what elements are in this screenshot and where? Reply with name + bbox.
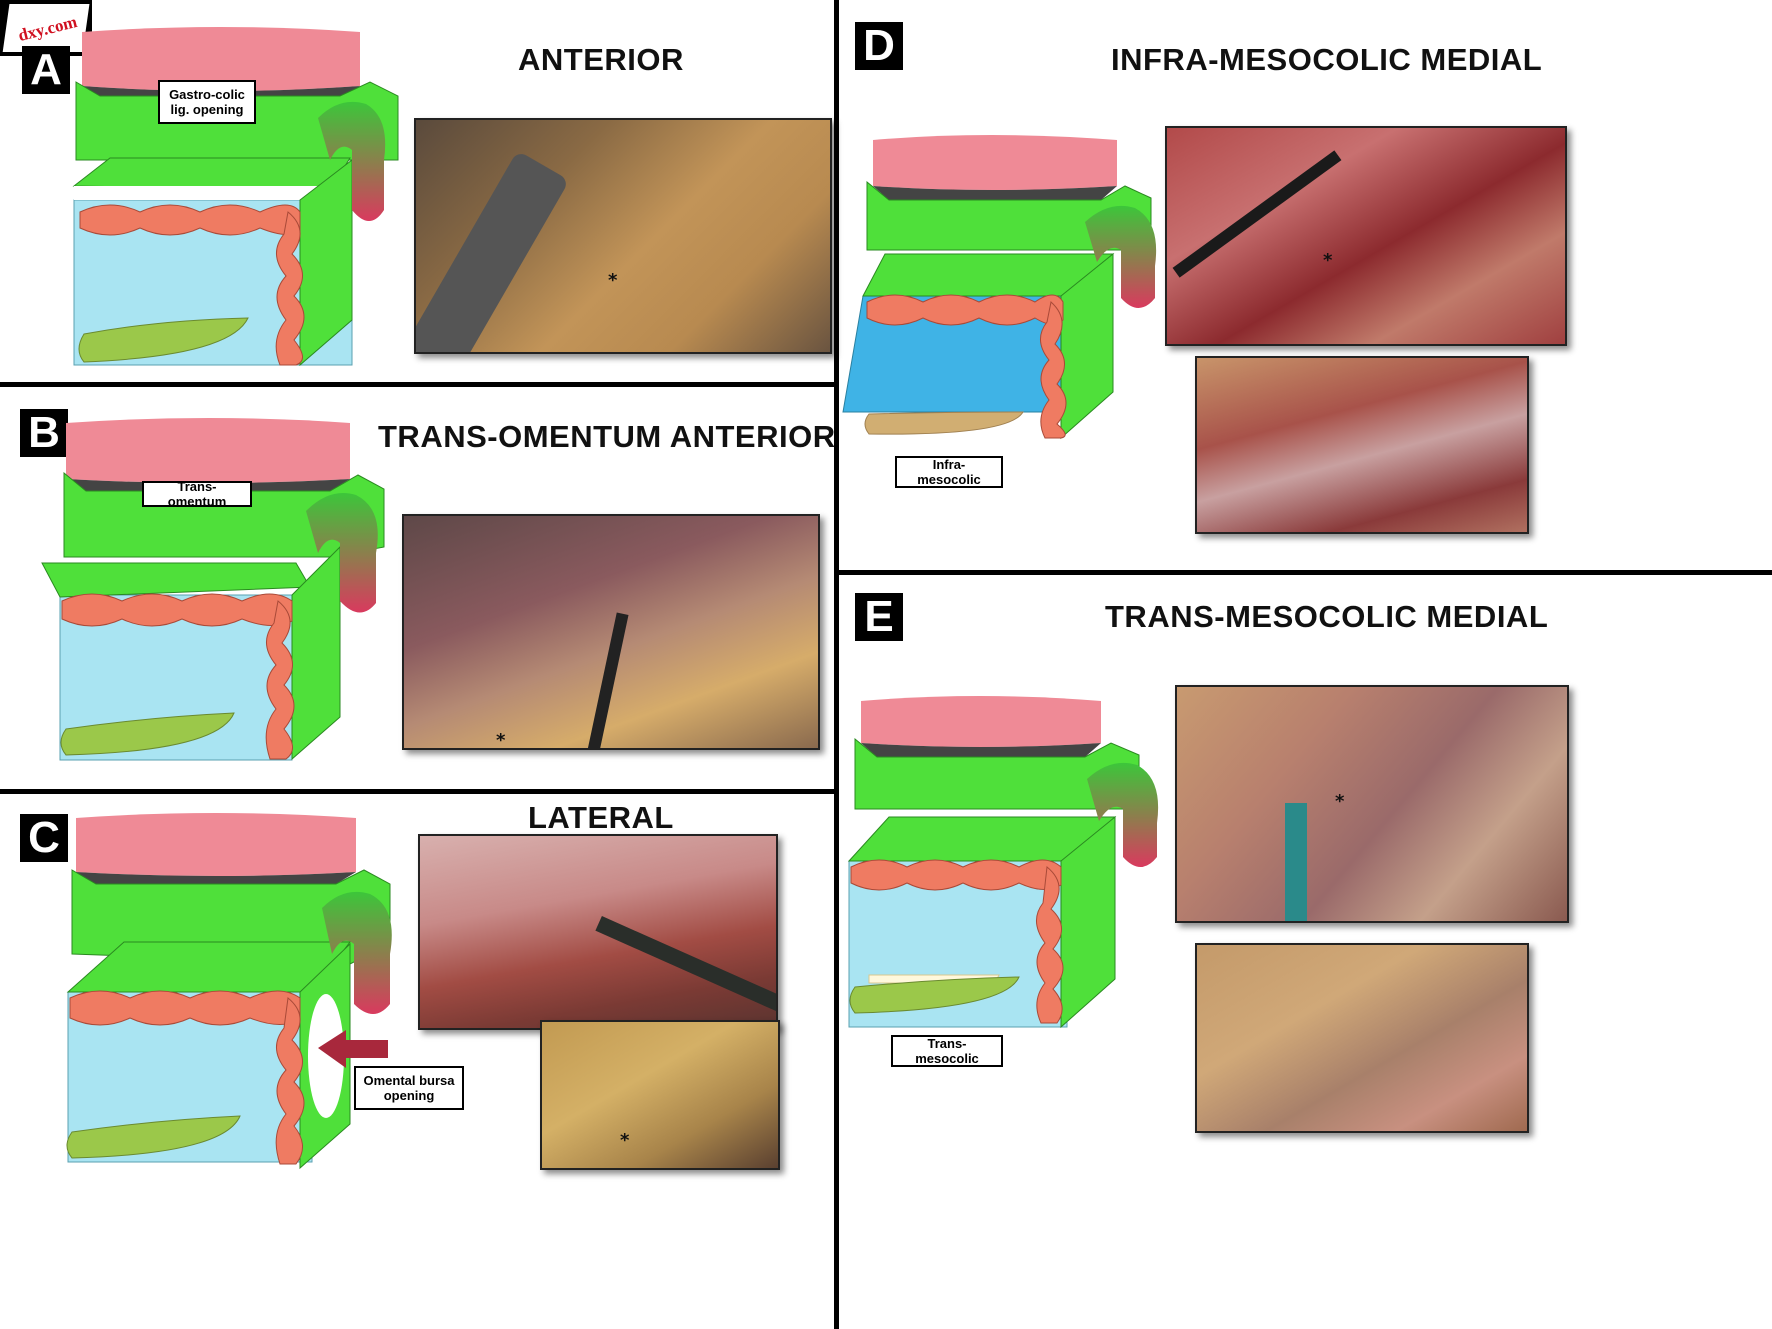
descending-colon [1036, 866, 1064, 1024]
anatomy-diagram [847, 696, 1159, 1029]
transverse-colon [850, 859, 1062, 891]
spleen-shape [1085, 205, 1157, 308]
panel-title: INFRA-MESOCOLIC MEDIAL [1111, 42, 1543, 77]
pancreas-shape [864, 411, 1024, 435]
surgical-photo-lower [1195, 356, 1529, 534]
transverse-colon [866, 294, 1064, 326]
spleen-shape [1087, 762, 1159, 867]
panel-title: LATERAL [528, 800, 674, 835]
surgical-photo-lower [1195, 943, 1529, 1133]
surgical-photo-upper: * [1165, 126, 1567, 346]
omentum-shape [854, 737, 1140, 810]
transverse-colon [61, 593, 293, 627]
panel-c: C Omental bursa opening LATERAL * [0, 794, 834, 1329]
spleen-shape [318, 101, 386, 221]
instrument-shaft [1172, 150, 1342, 278]
entry-arrow [318, 1030, 388, 1068]
panel-title: ANTERIOR [518, 42, 684, 77]
panel-title: TRANS-OMENTUM ANTERIOR [378, 419, 836, 454]
transverse-colon [79, 204, 301, 236]
pancreas-shape [849, 976, 1020, 1014]
anatomy-diagram [72, 27, 399, 367]
descending-colon [265, 600, 295, 760]
approach-label: Omental bursa opening [354, 1066, 464, 1110]
panel-letter: D [855, 21, 903, 70]
divider-a-b [0, 382, 834, 387]
vertical-divider [834, 0, 839, 1329]
panel-letter: B [20, 408, 68, 457]
panel-d: D Infra-mesocolic INFRA-MESOCOLIC MEDIAL… [839, 0, 1772, 570]
stomach-shape [66, 418, 350, 483]
instrument-shaft [583, 612, 629, 748]
descending-colon [275, 211, 305, 366]
surgical-photo-lower: * [540, 1020, 780, 1170]
spleen-shape [306, 493, 378, 613]
anatomy-diagram [842, 135, 1157, 440]
surgical-photo: * [414, 118, 832, 354]
panel-letter: A [22, 45, 70, 94]
omentum-shape [866, 180, 1152, 251]
descending-colon [275, 997, 305, 1165]
panel-b: B Trans-omentum TRANS-OMENTUM ANTERIOR * [0, 387, 836, 789]
panel-letter: E [855, 592, 903, 641]
pancreas-shape [66, 1115, 241, 1159]
stomach-shape [76, 813, 356, 876]
stomach-shape [82, 27, 360, 91]
divider-d-e [839, 570, 1772, 575]
instrument-shaft [595, 916, 776, 1012]
instrument-shaft [1285, 803, 1307, 921]
star-marker: * [496, 730, 506, 750]
transverse-colon [69, 990, 301, 1026]
surgical-photo: * [402, 514, 820, 750]
pancreas-shape [60, 712, 235, 756]
star-marker: * [1323, 250, 1333, 271]
approach-label: Infra-mesocolic [895, 456, 1003, 488]
panel-letter: C [20, 813, 68, 862]
star-marker: * [620, 1130, 630, 1151]
panel-title: TRANS-MESOCOLIC MEDIAL [1105, 599, 1549, 634]
instrument-shaft [416, 150, 570, 352]
watermark-logo: dxy.com [0, 0, 92, 56]
approach-label: Trans-omentum [142, 479, 252, 509]
spleen-shape [322, 891, 392, 1014]
pancreas-shape [78, 317, 249, 363]
stomach-shape [861, 696, 1101, 747]
bursa-opening [308, 994, 344, 1118]
descending-colon [1040, 301, 1067, 439]
surgical-photo-upper [418, 834, 778, 1030]
panel-a: A Gastro-colic lig. opening ANTERIOR * [0, 0, 834, 382]
anatomy-diagram [41, 418, 385, 761]
approach-label: Gastro-colic lig. opening [158, 80, 256, 124]
divider-b-c [0, 789, 834, 794]
stomach-shape [873, 135, 1117, 190]
star-marker: * [608, 270, 618, 291]
surgical-photo-upper: * [1175, 685, 1569, 923]
panel-e: E Trans-mesocolic TRANS-MESOCOLIC MEDIAL… [839, 575, 1772, 1329]
anatomy-diagram [66, 813, 392, 1170]
star-marker: * [1335, 791, 1345, 812]
approach-label: Trans-mesocolic [891, 1035, 1003, 1067]
